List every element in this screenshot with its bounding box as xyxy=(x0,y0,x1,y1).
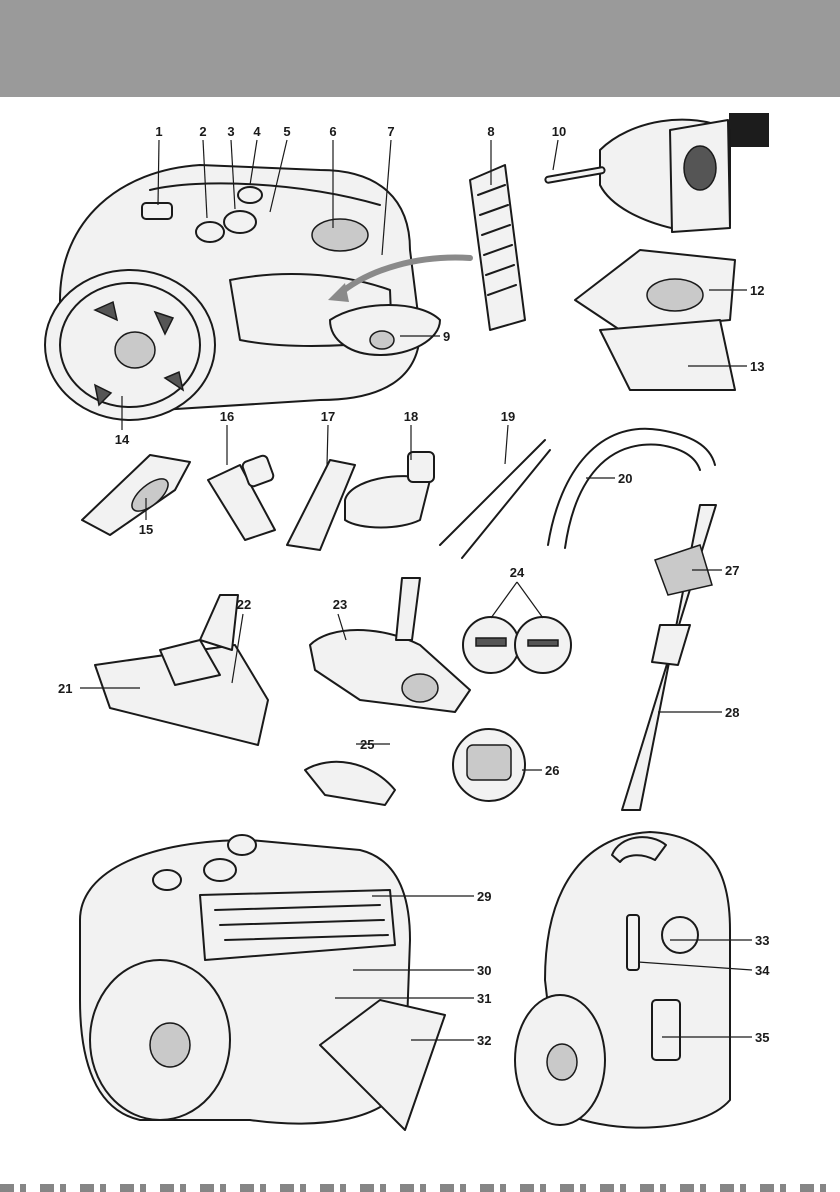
callout-34: 34 xyxy=(755,963,770,978)
callout-19: 19 xyxy=(501,409,515,424)
callout-1: 1 xyxy=(155,124,162,139)
callout-15: 15 xyxy=(139,522,153,537)
callout-30: 30 xyxy=(477,963,491,978)
exhaust-filter-illustration xyxy=(470,165,525,330)
telescopic-tube-illustration xyxy=(622,505,716,810)
bag-holder-illustration xyxy=(575,250,735,390)
callout-8: 8 xyxy=(487,124,494,139)
callout-22: 22 xyxy=(237,597,251,612)
callout-32: 32 xyxy=(477,1033,491,1048)
callout-26: 26 xyxy=(545,763,559,778)
floor-nozzle-illustration xyxy=(305,578,525,805)
callout-10: 10 xyxy=(552,124,566,139)
callout-7: 7 xyxy=(387,124,394,139)
callout-12: 12 xyxy=(750,283,764,298)
callout-35: 35 xyxy=(755,1030,769,1045)
callout-5: 5 xyxy=(283,124,290,139)
callout-17: 17 xyxy=(321,409,335,424)
callout-29: 29 xyxy=(477,889,491,904)
callout-23: 23 xyxy=(333,597,347,612)
callout-3: 3 xyxy=(227,124,234,139)
footer-print-strip xyxy=(0,1184,840,1192)
callout-20: 20 xyxy=(618,471,632,486)
callout-28: 28 xyxy=(725,705,739,720)
vacuum-open-illustration xyxy=(80,835,445,1130)
callout-9: 9 xyxy=(443,329,450,344)
callout-25: 25 xyxy=(360,737,374,752)
callout-21: 21 xyxy=(58,681,72,696)
callout-33: 33 xyxy=(755,933,769,948)
brush-selector-illustration xyxy=(463,617,571,673)
callout-24: 24 xyxy=(510,565,525,580)
dust-bag-illustration xyxy=(545,120,730,232)
callout-18: 18 xyxy=(404,409,418,424)
callout-31: 31 xyxy=(477,991,491,1006)
callout-16: 16 xyxy=(220,409,234,424)
callout-6: 6 xyxy=(329,124,336,139)
accessories-row xyxy=(82,429,715,558)
vacuum-upright-illustration xyxy=(515,832,730,1128)
callout-14: 14 xyxy=(115,432,130,447)
callout-13: 13 xyxy=(750,359,764,374)
vacuum-main-illustration xyxy=(45,165,440,420)
callout-27: 27 xyxy=(725,563,739,578)
callout-2: 2 xyxy=(199,124,206,139)
callout-4: 4 xyxy=(253,124,261,139)
